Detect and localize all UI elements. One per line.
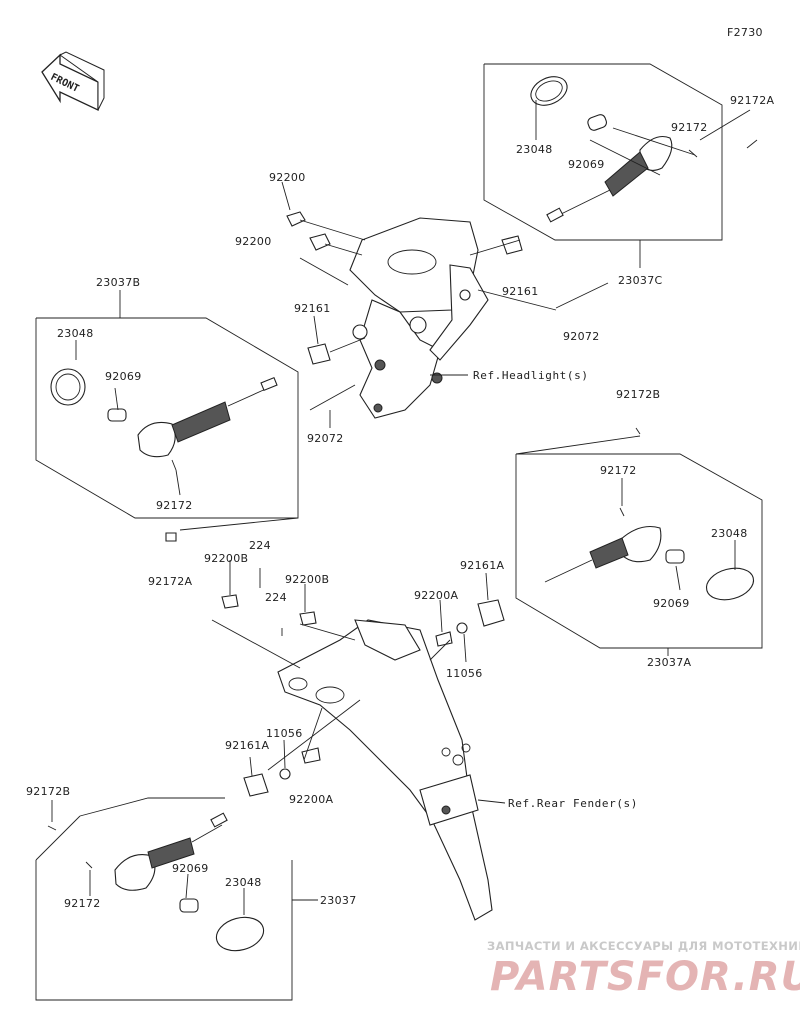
housing-l [137,421,176,458]
label-92172B-b: 92172B [26,785,70,798]
grommet-92200B-2 [299,611,317,626]
label-92069-l: 92069 [105,370,142,383]
label-92161-tr: 92161 [502,285,539,298]
label-92172A-tr: 92172A [730,94,774,107]
label-11056-r: 11056 [446,667,483,680]
grommet-92200A-b [301,747,321,764]
label-92161A-r: 92161A [460,559,504,572]
label-92200A-r: 92200A [414,589,458,602]
label-23037B: 23037B [96,276,140,289]
bulb-92069-l [107,408,127,422]
front-arrow-icon: FRONT [41,51,105,112]
housing-b [114,854,156,891]
lens-23048-b [215,916,265,952]
turn-signal-assembly-rear-right [515,427,763,649]
grommet-92161-tr [501,235,523,255]
label-23048-l: 23048 [57,327,94,340]
stalk-l [171,401,231,443]
ref-rear-fender: Ref.Rear Fender(s) [508,797,638,810]
label-23037A: 23037A [647,656,691,669]
ref-headlight: Ref.Headlight(s) [473,369,589,382]
collar-11056-r [456,622,468,634]
grommet-92161A-b [243,773,269,797]
label-92200B-1: 92200B [204,552,248,565]
label-92200-top2: 92200 [235,235,272,248]
label-92072-tr: 92072 [563,330,600,343]
label-92200A-b: 92200A [289,793,333,806]
turn-signal-assembly-front-left [35,317,299,531]
bulb-92069-tr [587,114,607,131]
label-92161-l: 92161 [294,302,331,315]
label-92069-b: 92069 [172,862,209,875]
housing-r [619,525,662,563]
turn-signal-assembly-rear-left [35,756,318,1001]
label-92172B-r: 92172B [616,388,660,401]
turn-signal-assembly-front-right [483,63,758,268]
label-11056-b: 11056 [266,727,303,740]
rear-fender [277,619,506,921]
stalk-r [589,537,629,569]
label-92069-tr: 92069 [568,158,605,171]
collar-11056-b [279,768,291,780]
label-92200B-2: 92200B [285,573,329,586]
screw-92172A-l [165,532,177,542]
grommet-92200-b [309,233,331,251]
label-224-1: 224 [249,539,271,552]
bulb-92069-r [665,549,685,564]
label-92172-b: 92172 [64,897,101,910]
watermark-tagline: ЗАПЧАСТИ И АКСЕССУАРЫ ДЛЯ МОТОТЕХНИКИ [487,939,800,953]
watermark-logo: PARTSFOR.RU [490,954,800,1000]
label-23037C: 23037C [618,274,662,287]
grommet-92200A-r [435,631,453,647]
lens-23048-tr [530,76,568,106]
label-23037: 23037 [320,894,357,907]
label-23048-b: 23048 [225,876,262,889]
label-92069-r: 92069 [653,597,690,610]
grommet-92200-a [286,211,306,227]
bulb-92069-b [179,898,199,913]
lens-23048-r [705,567,755,601]
stalk-b [147,837,195,869]
label-92172-tr: 92172 [671,121,708,134]
label-224-2: 224 [265,591,287,604]
label-92172-r: 92172 [600,464,637,477]
stalk-tr [604,151,649,197]
grommet-92161-l [307,343,331,365]
grommet-92200B-1 [221,594,239,609]
grommet-92161A-r [477,599,505,627]
headlight-bracket [349,217,489,419]
label-92161A-b: 92161A [225,739,269,752]
label-92072-l: 92072 [307,432,344,445]
label-92200-top1: 92200 [269,171,306,184]
figure-code: F2730 [727,26,763,39]
label-23048-r: 23048 [711,527,748,540]
label-92172-l: 92172 [156,499,193,512]
label-23048-tr: 23048 [516,143,553,156]
label-92172A-l: 92172A [148,575,192,588]
